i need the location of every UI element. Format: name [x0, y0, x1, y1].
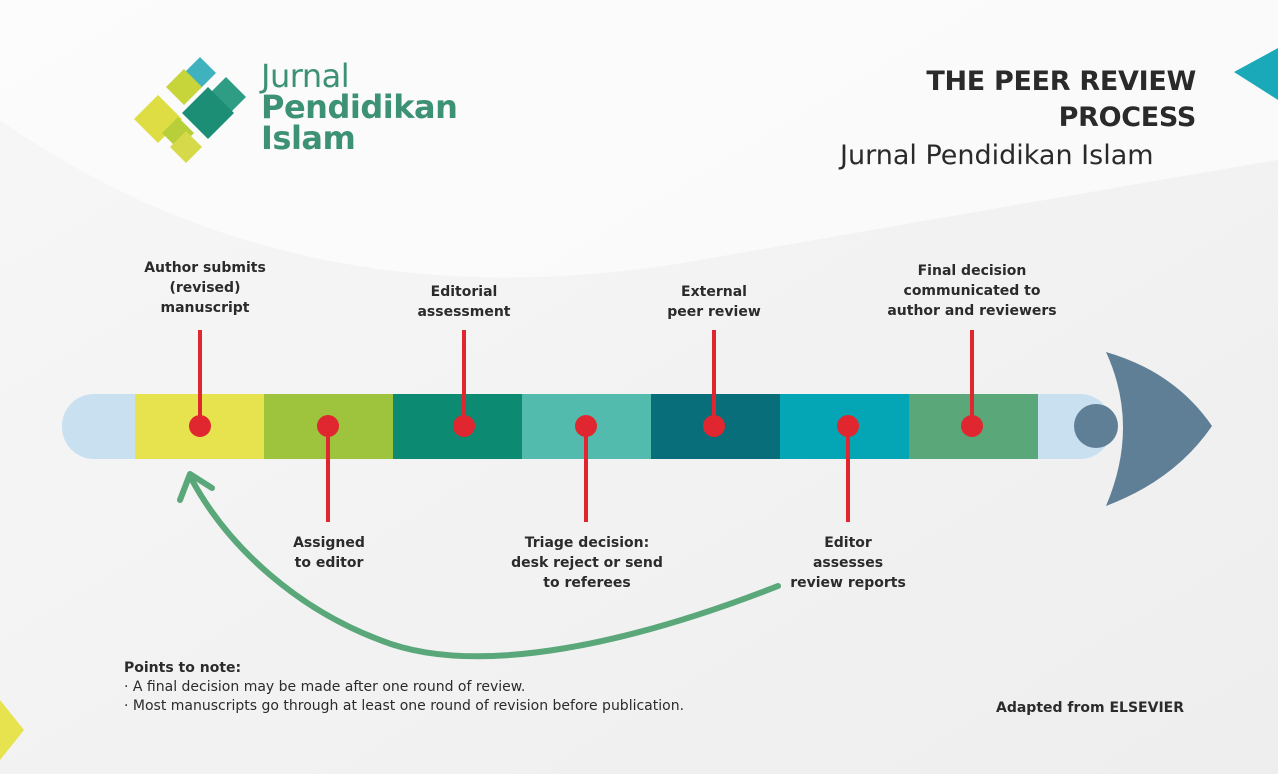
step-assigned-to-editor: Assigned to editor: [293, 535, 365, 571]
source-credit: Adapted from ELSEVIER: [996, 700, 1185, 716]
journal-logo: Jurnal Pendidikan Islam: [130, 55, 475, 165]
logo-line-2: Pendidikan: [261, 88, 458, 126]
logo-line-3: Islam: [261, 119, 356, 157]
corner-triangle-top-right: [1234, 48, 1278, 100]
step-triage-decision: Triage decision: desk reject or send to …: [511, 535, 663, 591]
logo-wordmark: Jurnal Pendidikan Islam: [261, 57, 458, 157]
corner-triangle-bottom-left: [0, 700, 24, 760]
notes-heading: Points to note:: [124, 660, 242, 676]
step-editor-assesses: Editor assesses review reports: [790, 535, 906, 591]
background-swoosh: [0, 0, 1278, 278]
connector-dot-editor-assesses: [837, 415, 859, 437]
connector-dot-author-submits: [189, 415, 211, 437]
note-item-1: · A final decision may be made after one…: [124, 679, 526, 695]
page-subtitle: Jurnal Pendidikan Islam: [840, 140, 1154, 171]
timeline-end-dot: [1074, 404, 1118, 448]
timeline-end-arrow: [1106, 352, 1212, 506]
step-final-decision: Final decision communicated to author an…: [887, 263, 1057, 319]
page-title: THE PEER REVIEW PROCESS: [926, 66, 1196, 133]
step-external-peer-review: External peer review: [667, 284, 761, 320]
title-block: THE PEER REVIEW PROCESS Jurnal Pendidika…: [796, 64, 1196, 176]
logo-line-1: Jurnal: [261, 57, 350, 95]
connector-dot-external-peer-review: [703, 415, 725, 437]
step-editorial-assessment: Editorial assessment: [417, 284, 511, 320]
revision-loop-arrow: [189, 477, 781, 660]
connector-dot-assigned-to-editor: [317, 415, 339, 437]
connector-dot-final-decision: [961, 415, 983, 437]
note-item-2: · Most manuscripts go through at least o…: [124, 698, 685, 714]
step-author-submits: Author submits (revised) manuscript: [144, 260, 266, 316]
notes: Points to note: · A final decision may b…: [124, 659, 684, 716]
connector-dot-triage-decision: [575, 415, 597, 437]
connector-dot-editorial-assessment: [453, 415, 475, 437]
logo-mark-icon: [134, 57, 246, 163]
revision-loop-arrowhead: [177, 471, 215, 503]
